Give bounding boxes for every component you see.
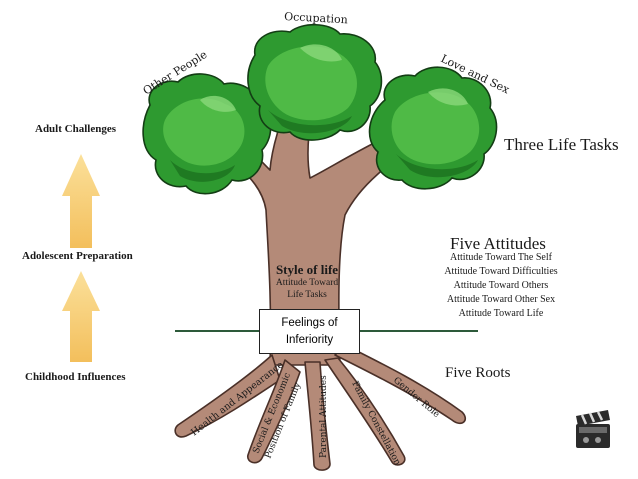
attitude-item: Attitude Toward Other Sex <box>446 294 556 305</box>
feelings-line-2: Inferiority <box>285 333 334 346</box>
attitude-item: Attitude Toward The Self <box>450 252 552 263</box>
upper-arrow <box>62 154 100 248</box>
three-life-tasks-label: Three Life Tasks <box>504 135 619 154</box>
attitudes-list: Attitude Toward The Self Attitude Toward… <box>432 251 570 321</box>
canopy-love-and-sex <box>368 66 498 190</box>
clapperboard-icon <box>576 410 610 448</box>
five-roots-label: Five Roots <box>445 365 511 381</box>
style-of-life-sub-2: Life Tasks <box>287 290 327 300</box>
adolescent-preparation-label: Adolescent Preparation <box>22 250 133 262</box>
adult-challenges-label: Adult Challenges <box>35 123 116 135</box>
feelings-of-inferiority-box: Feelings of Inferiority <box>259 309 360 354</box>
five-attitudes-label: Five Attitudes <box>450 234 546 253</box>
root-parental-label: Parental Attitudes <box>319 375 329 458</box>
childhood-influences-label: Childhood Influences <box>25 371 126 383</box>
lower-arrow <box>62 271 100 362</box>
canopy-occupation <box>247 23 383 141</box>
feelings-line-1: Feelings of <box>281 316 338 329</box>
attitude-item: Attitude Toward Life <box>458 308 544 319</box>
root-family-label: Family Constellation <box>349 380 402 468</box>
occupation-label: Occupation <box>284 10 348 26</box>
attitude-item: Attitude Toward Others <box>453 280 549 291</box>
tree-roots <box>174 344 467 471</box>
canopy-other-people <box>142 73 272 195</box>
style-of-life-sub-1: Attitude Toward <box>275 278 339 288</box>
attitude-item: Attitude Toward Difficulties <box>444 266 558 277</box>
style-of-life-title: Style of life <box>275 262 339 277</box>
